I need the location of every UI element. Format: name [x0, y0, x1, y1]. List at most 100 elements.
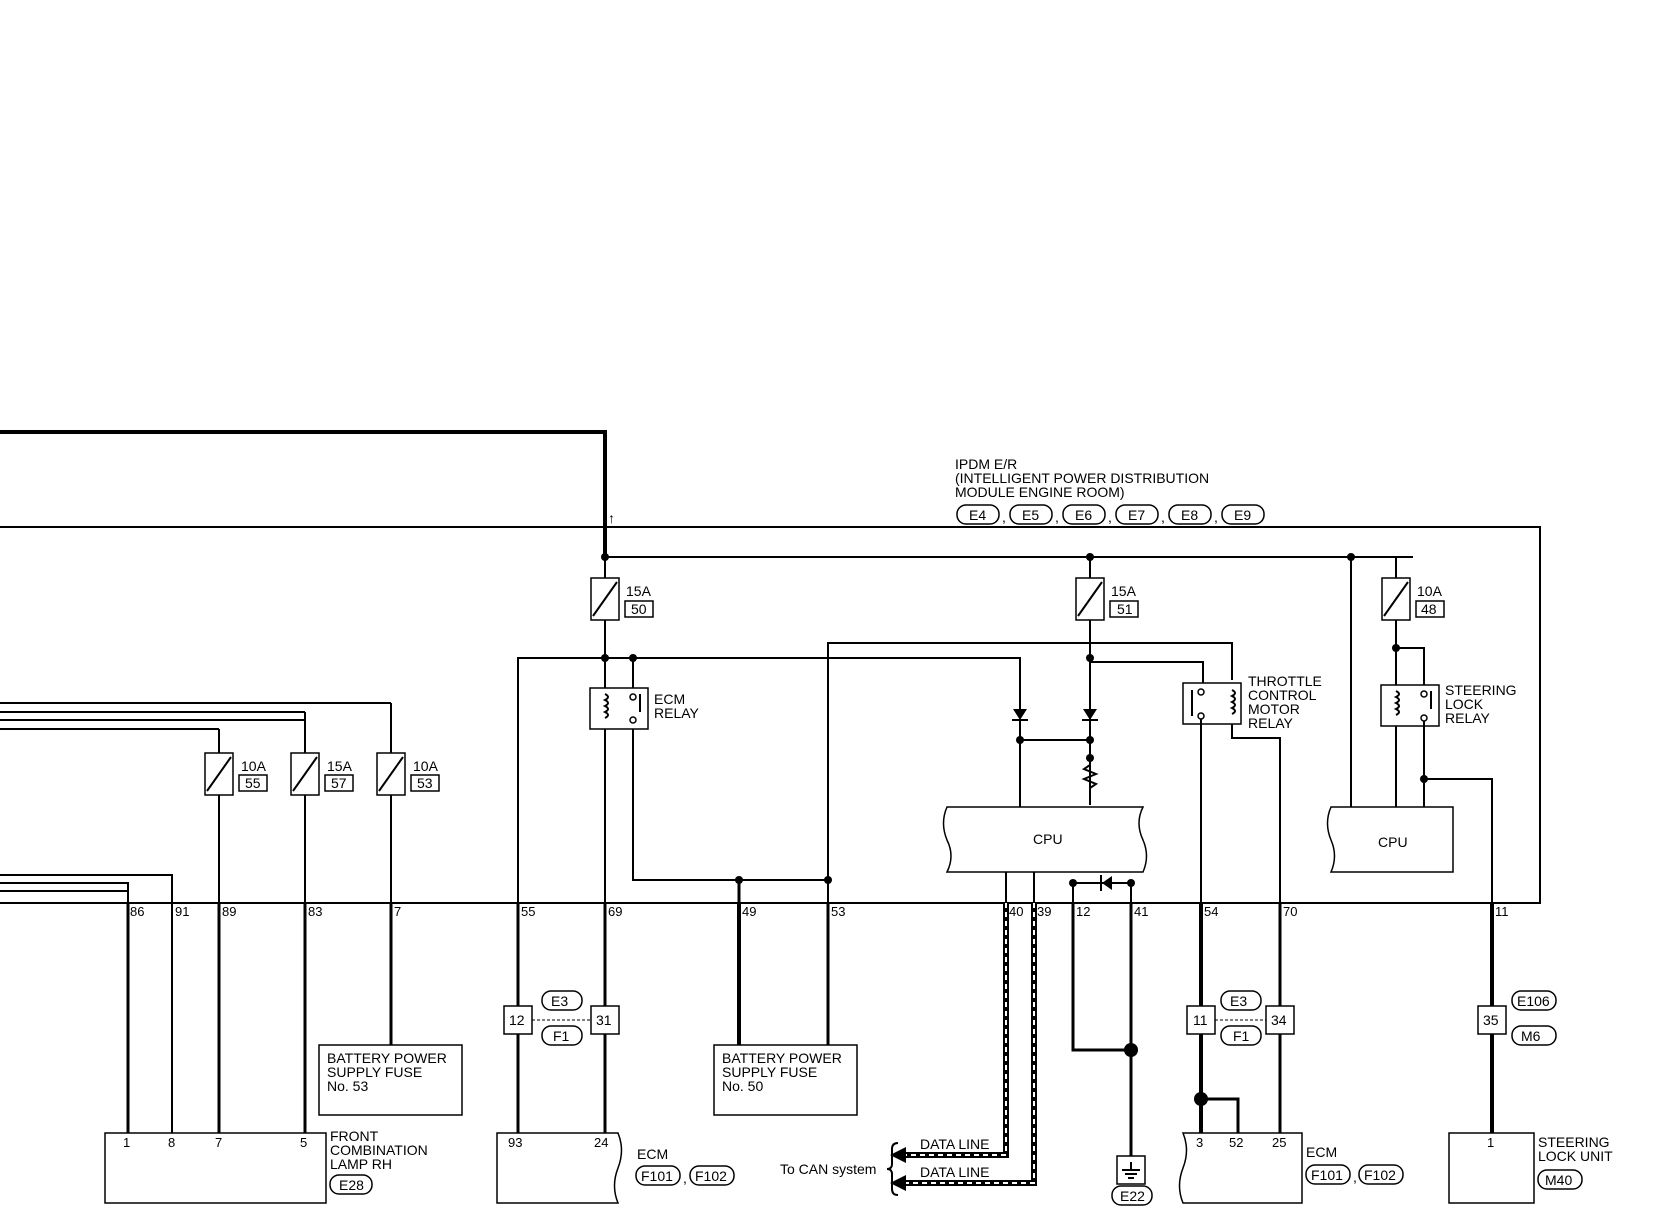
ground-junction — [1124, 1043, 1138, 1057]
ipdm-pin-labels: 86 91 89 83 7 55 69 49 53 40 39 12 41 54… — [130, 904, 1509, 919]
conn-oval-e9 — [1221, 504, 1265, 525]
conn-e9: E9 — [1234, 507, 1251, 523]
ecm-right-pin-52: 52 — [1229, 1135, 1243, 1150]
ipdm-title-1: IPDM E/R — [955, 456, 1017, 472]
data-line-label-2: DATA LINE — [920, 1164, 990, 1180]
fuse-48-tag — [1415, 600, 1445, 618]
ecm-left-conn-2: F102 — [695, 1168, 727, 1184]
steering-unit-connector-oval — [1537, 1169, 1583, 1190]
diode-icon — [1013, 709, 1027, 720]
fuse-51-no: 51 — [1117, 601, 1133, 617]
joint-left-bottom: F1 — [553, 1028, 570, 1044]
can-h-stripe — [905, 903, 1007, 1156]
joint-left-b: 31 — [596, 1012, 612, 1028]
fuse-57-no: 57 — [331, 775, 347, 791]
pin-69: 69 — [608, 904, 622, 919]
ecm-relay-box — [589, 687, 649, 730]
relay-contact-icon — [1420, 714, 1428, 722]
conn-e5: E5 — [1022, 507, 1039, 523]
pin-41: 41 — [1134, 904, 1148, 919]
ground-connector-oval — [1111, 1185, 1153, 1206]
joint-steer-a: 35 — [1483, 1012, 1499, 1028]
joint-steer-top-oval — [1511, 990, 1557, 1011]
ecm-left-conn-1: F101 — [641, 1168, 673, 1184]
can-h-wire — [905, 903, 1009, 1158]
fuse-53-element — [378, 756, 404, 792]
conn-e6: E6 — [1075, 507, 1092, 523]
wire — [1396, 647, 1425, 685]
front-lamp-name-2: COMBINATION — [330, 1142, 428, 1158]
throttle-relay-coil-icon — [1229, 689, 1236, 715]
steering-relay-label-1: STEERING — [1445, 682, 1517, 698]
junction — [1086, 654, 1094, 662]
joint-right-a: 11 — [1193, 1012, 1208, 1028]
cpu-2-box — [1326, 806, 1454, 873]
fuse-51-element — [1077, 581, 1103, 617]
comma: , — [1055, 509, 1059, 525]
ecm-right-conn-2: F102 — [1364, 1167, 1396, 1183]
battery-fuse-53-box — [318, 1044, 463, 1116]
relay-contact-icon — [1197, 712, 1205, 720]
junction — [1069, 879, 1077, 887]
fuse-50-tag — [624, 600, 654, 618]
wire — [517, 657, 1021, 903]
fuse-57-amp: 15A — [327, 758, 353, 774]
throttle-relay-label-2: CONTROL — [1248, 687, 1317, 703]
pin-86: 86 — [130, 904, 144, 919]
fuse-57-element — [292, 756, 318, 792]
comma: , — [1161, 509, 1165, 525]
comma: , — [1214, 509, 1218, 525]
can-l-stripe — [905, 903, 1035, 1184]
arrow-left-icon — [890, 1175, 906, 1191]
comma: , — [683, 1170, 687, 1186]
joint-right-top-oval — [1220, 990, 1262, 1011]
joint-right-bottom: F1 — [1233, 1028, 1250, 1044]
pin-83: 83 — [308, 904, 322, 919]
battery-fuse-50-box — [713, 1044, 858, 1116]
pin-39: 39 — [1037, 904, 1051, 919]
front-lamp-pin-1: 1 — [123, 1135, 130, 1150]
joint-left-top: E3 — [551, 993, 568, 1009]
steering-unit-name-1: STEERING — [1538, 1134, 1610, 1150]
ecm-left-name: ECM — [637, 1146, 668, 1162]
diode-icon — [1102, 876, 1112, 890]
diode-icon — [1083, 709, 1097, 720]
ecm-right-conn-1: F101 — [1311, 1167, 1343, 1183]
joint-left-top-oval — [541, 990, 583, 1011]
relay-contact-icon — [1197, 688, 1205, 696]
wire — [632, 729, 828, 881]
steering-unit-pin-1: 1 — [1487, 1135, 1494, 1150]
ipdm-title-3: MODULE ENGINE ROOM) — [955, 484, 1125, 500]
battery-feed-wire — [0, 430, 607, 557]
comma: , — [1108, 509, 1112, 525]
wire — [1231, 724, 1281, 903]
pin-40: 40 — [1009, 904, 1023, 919]
joint-steer-a-box — [1477, 1005, 1507, 1035]
fuse-48-amp: 10A — [1417, 583, 1443, 599]
ipdm-enclosure — [0, 526, 1541, 904]
ecm-left-pin-93: 93 — [508, 1135, 522, 1150]
fuse-53-no: 53 — [417, 775, 433, 791]
relay-contact-icon — [1420, 690, 1428, 698]
conn-e4: E4 — [969, 507, 986, 523]
ecm-left-conn-2-oval — [689, 1165, 735, 1186]
conn-oval-e7 — [1115, 504, 1159, 525]
battery-fuse-53-line1: BATTERY POWER — [327, 1050, 447, 1066]
front-lamp-connector-oval — [329, 1174, 373, 1195]
resistor-icon — [1081, 764, 1099, 789]
can-system-label: To CAN system — [780, 1161, 876, 1177]
junction — [1086, 736, 1094, 744]
brace-icon — [886, 1142, 899, 1196]
conn-oval-e6 — [1062, 504, 1106, 525]
battery-fuse-50-line2: SUPPLY FUSE — [722, 1064, 817, 1080]
front-lamp-connector: E28 — [339, 1177, 364, 1193]
ipdm-connector-list: E4 , E5 , E6 , E7 , E8 , E9 — [956, 504, 1265, 525]
front-lamp-box — [104, 1132, 327, 1204]
pin-91: 91 — [175, 904, 189, 919]
battery-fuse-53-line2: SUPPLY FUSE — [327, 1064, 422, 1080]
wire — [0, 874, 173, 903]
conn-oval-e4 — [956, 504, 1000, 525]
joint-left-b-box — [590, 1005, 620, 1035]
relay-contact-icon — [629, 716, 637, 724]
